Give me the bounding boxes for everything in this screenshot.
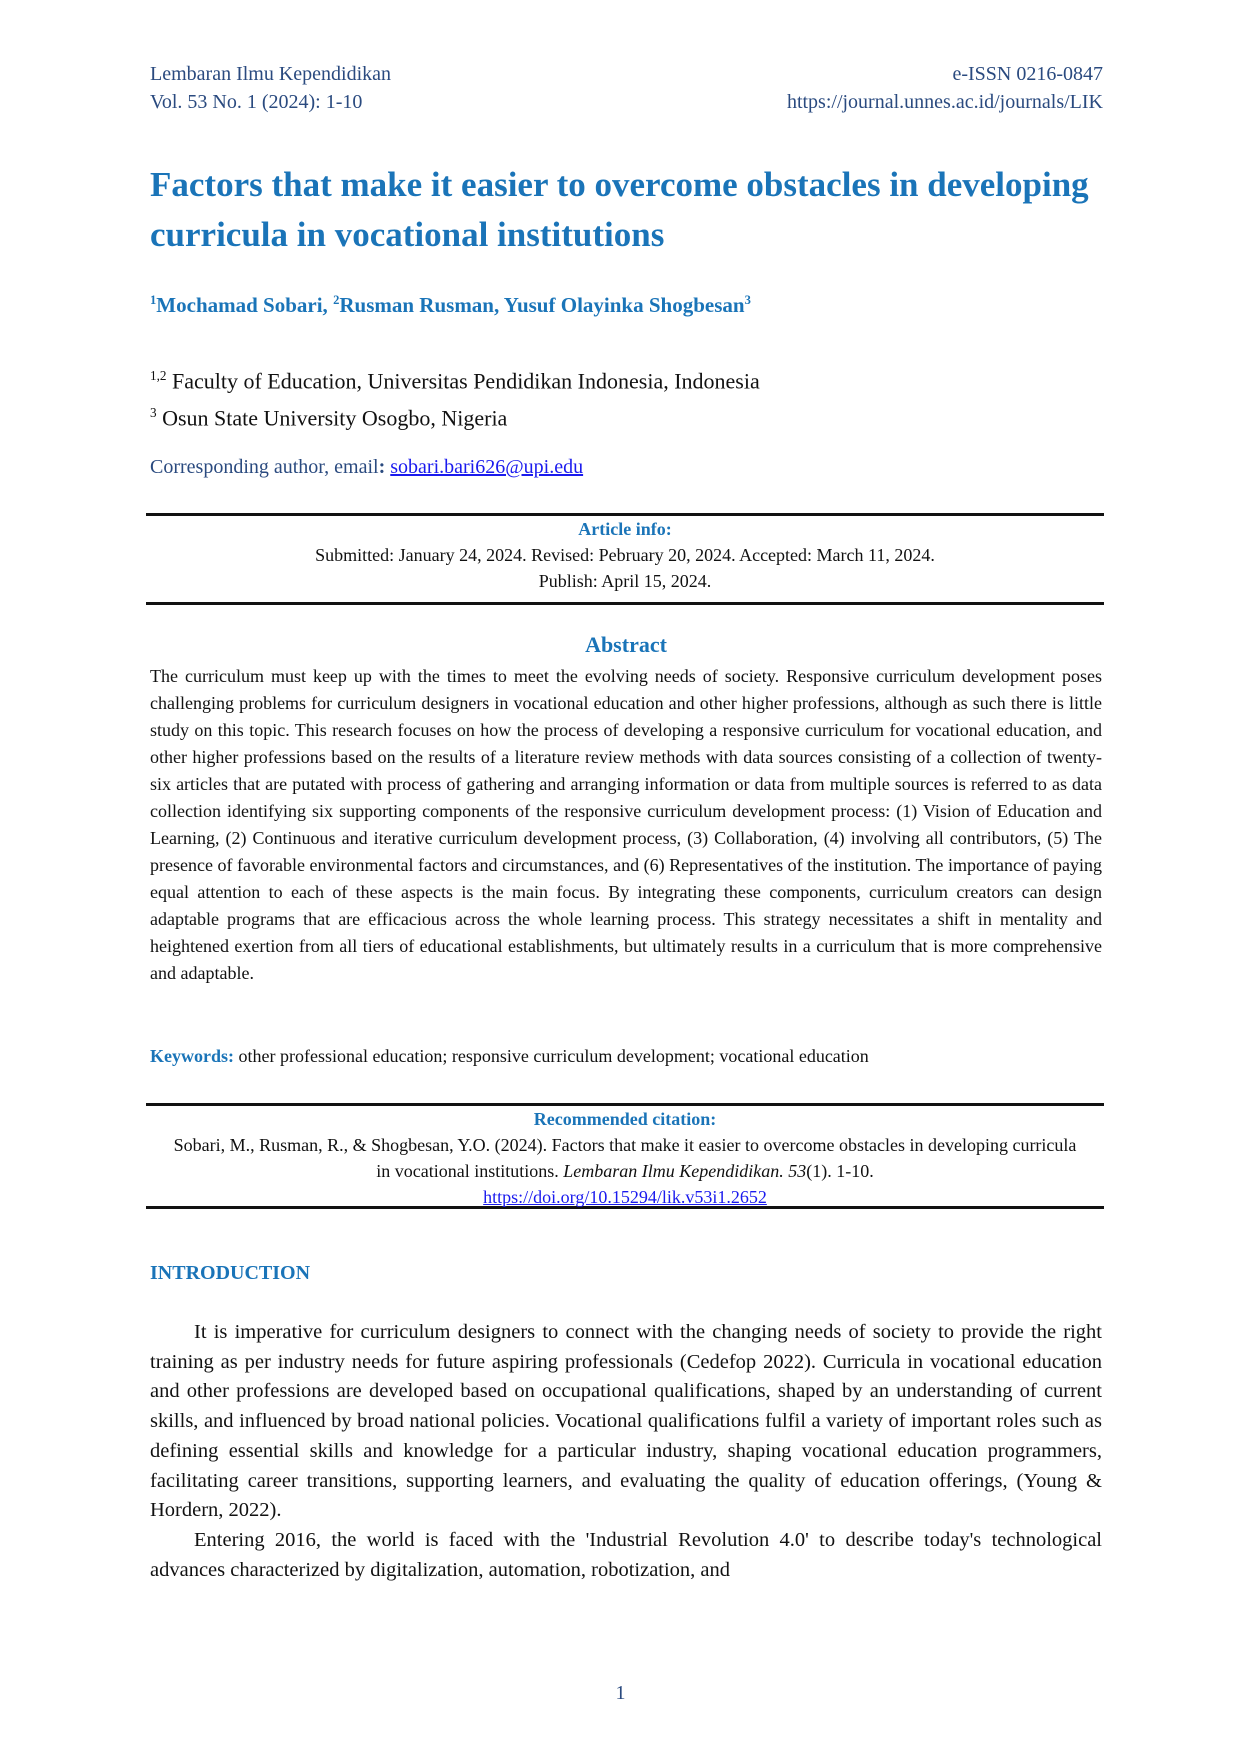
corresponding-colon: : (378, 456, 391, 478)
journal-url[interactable]: https://journal.unnes.ac.id/journals/LIK (786, 91, 1103, 113)
author: Mochamad Sobari, (156, 293, 334, 317)
keywords-label: Keywords: (150, 1046, 234, 1066)
paper-title: Factors that make it easier to overcome … (150, 165, 1089, 254)
keywords-text: other professional education; responsive… (234, 1046, 869, 1066)
keywords: Keywords: other professional education; … (150, 1046, 869, 1067)
citation-box: Recommended citation: Sobari, M., Rusman… (146, 1103, 1104, 1209)
author-sup: 2 (333, 293, 340, 307)
author-sup: 3 (744, 293, 751, 307)
paragraph: It is imperative for curriculum designer… (150, 1321, 1102, 1522)
doi-link[interactable]: https://doi.org/10.15294/lik.v53i1.2652 (483, 1187, 767, 1207)
author: Yusuf Olayinka Shogbesan (503, 293, 745, 317)
author-list: 1Mochamad Sobari, 2Rusman Rusman, Yusuf … (150, 293, 751, 318)
corresponding-label: Corresponding author, email (150, 456, 379, 478)
abstract-heading: Abstract (585, 632, 667, 657)
affiliation-sup: 1,2 (150, 368, 167, 383)
citation-body: Sobari, M., Rusman, R., & Shogbesan, Y.O… (173, 1135, 1077, 1181)
paragraph: Entering 2016, the world is faced with t… (150, 1528, 1102, 1581)
publish-date: Publish: April 15, 2024. (538, 571, 712, 591)
journal-name: Lembaran Ilmu Kependidikan (150, 63, 392, 85)
affiliation: 3 Osun State University Osogbo, Nigeria (150, 397, 760, 434)
citation-text: Sobari, M., Rusman, R., & Shogbesan, Y.O… (146, 1132, 1104, 1184)
article-dates: Submitted: January 24, 2024. Revised: Pe… (315, 545, 935, 565)
corresponding-author: Corresponding author, email: sobari.bari… (150, 456, 583, 479)
article-info-box: Article info: Submitted: January 24, 202… (146, 513, 1104, 605)
author: Rusman Rusman, (339, 293, 504, 317)
affiliations: 1,2 Faculty of Education, Universitas Pe… (150, 360, 760, 435)
affiliation-text: Osun State University Osogbo, Nigeria (156, 405, 508, 431)
article-info-heading: Article info: (578, 519, 672, 539)
affiliation: 1,2 Faculty of Education, Universitas Pe… (150, 360, 760, 397)
email-link[interactable]: sobari.bari626@upi.edu (390, 456, 584, 478)
introduction-body: It is imperative for curriculum designer… (150, 1318, 1102, 1585)
journal-header-right: e-ISSN 0216-0847 https://journal.unnes.a… (787, 60, 1103, 116)
citation-issue: (1). 1-10. (806, 1161, 874, 1181)
affiliation-text: Faculty of Education, Universitas Pendid… (166, 368, 760, 394)
journal-issn: e-ISSN 0216-0847 (952, 63, 1103, 85)
abstract-text: The curriculum must keep up with the tim… (150, 666, 1102, 983)
journal-volume: Vol. 53 No. 1 (2024): 1-10 (150, 91, 363, 113)
journal-header-left: Lembaran Ilmu Kependidikan Vol. 53 No. 1… (150, 60, 391, 116)
page-number: 1 (615, 1682, 626, 1704)
citation-journal: Lembaran Ilmu Kependidikan. 53 (563, 1161, 807, 1181)
citation-heading: Recommended citation: (533, 1109, 717, 1129)
author-sup: 1 (150, 293, 157, 307)
affiliation-sup: 3 (150, 405, 157, 421)
introduction-heading: INTRODUCTION (150, 1262, 311, 1284)
